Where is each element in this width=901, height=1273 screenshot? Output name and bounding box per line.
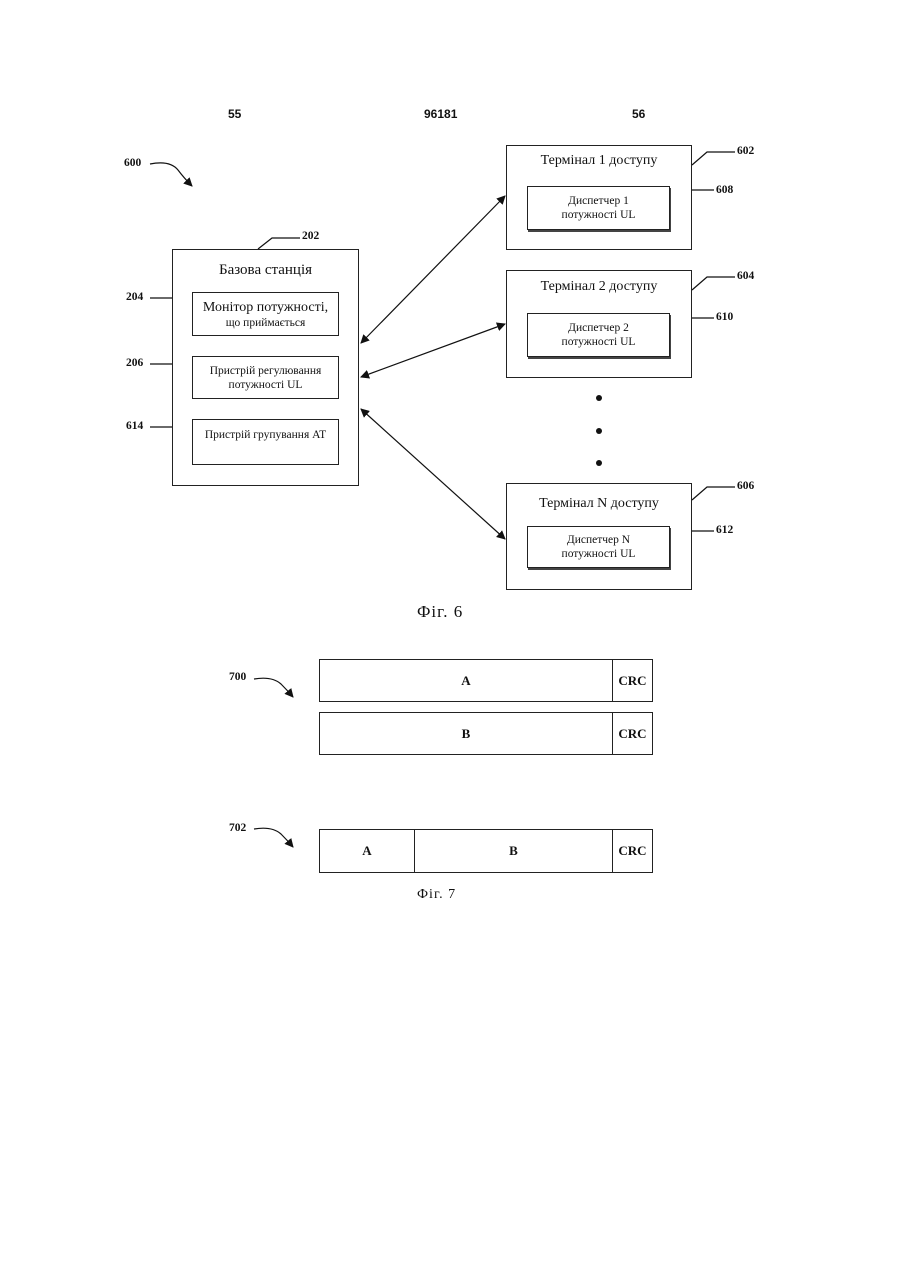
ul-power-manager-n-box: Диспетчер N потужності UL bbox=[527, 526, 670, 568]
ref-702: 702 bbox=[229, 822, 246, 834]
ref-608: 608 bbox=[716, 184, 733, 196]
access-terminal-1-title: Термінал 1 доступу bbox=[507, 153, 691, 169]
ul-power-manager-1-line1: Диспетчер 1 bbox=[528, 194, 669, 208]
packet-a-payload: A bbox=[320, 660, 612, 701]
leader-700 bbox=[254, 678, 293, 697]
power-regulator-line2: потужності UL bbox=[193, 378, 338, 392]
access-terminal-2-title: Термінал 2 доступу bbox=[507, 279, 691, 295]
ref-612: 612 bbox=[716, 524, 733, 536]
ul-power-manager-1-box: Диспетчер 1 потужності UL bbox=[527, 186, 670, 230]
ref-614: 614 bbox=[126, 420, 143, 432]
power-monitor-line2: що приймається bbox=[193, 316, 338, 330]
base-station-title: Базова станція bbox=[173, 262, 358, 279]
ref-206: 206 bbox=[126, 357, 143, 369]
packet-ab: A B CRC bbox=[319, 829, 653, 873]
leader-600 bbox=[150, 163, 192, 186]
power-regulator-line1: Пристрій регулювання bbox=[193, 364, 338, 378]
packet-b: B CRC bbox=[319, 712, 653, 755]
ref-604: 604 bbox=[737, 270, 754, 282]
leader-606 bbox=[692, 487, 735, 500]
leader-202 bbox=[258, 238, 300, 249]
leader-604 bbox=[692, 277, 735, 290]
ul-power-manager-1-line2: потужності UL bbox=[528, 208, 669, 222]
ul-power-manager-2-box: Диспетчер 2 потужності UL bbox=[527, 313, 670, 357]
packet-a: A CRC bbox=[319, 659, 653, 702]
packet-b-payload: B bbox=[320, 713, 612, 754]
packet-ab-b: B bbox=[414, 830, 612, 872]
power-monitor-line1: Монітор потужності, bbox=[193, 299, 338, 316]
ref-202: 202 bbox=[302, 230, 319, 242]
figure-6-caption: Фіг. 6 bbox=[417, 602, 463, 622]
ul-power-manager-n-line1: Диспетчер N bbox=[528, 533, 669, 547]
ref-600: 600 bbox=[124, 157, 141, 169]
power-monitor-box: Монітор потужності, що приймається bbox=[192, 292, 339, 336]
ref-610: 610 bbox=[716, 311, 733, 323]
packet-ab-a: A bbox=[320, 830, 414, 872]
link-bs-terminal-2 bbox=[361, 324, 505, 377]
leader-702 bbox=[254, 828, 293, 847]
link-bs-terminal-n bbox=[361, 409, 505, 539]
ul-power-manager-2-line2: потужності UL bbox=[528, 335, 669, 349]
ref-700: 700 bbox=[229, 671, 246, 683]
access-terminal-n-title: Термінал N доступу bbox=[507, 496, 691, 512]
packet-a-crc: CRC bbox=[612, 660, 652, 701]
ul-power-manager-n-line2: потужності UL bbox=[528, 547, 669, 561]
ellipsis-dot bbox=[596, 395, 602, 401]
leader-602 bbox=[692, 152, 735, 165]
ellipsis-dot bbox=[596, 460, 602, 466]
ref-602: 602 bbox=[737, 145, 754, 157]
packet-b-crc: CRC bbox=[612, 713, 652, 754]
power-regulator-box: Пристрій регулювання потужності UL bbox=[192, 356, 339, 399]
ref-606: 606 bbox=[737, 480, 754, 492]
link-bs-terminal-1 bbox=[361, 196, 505, 343]
packet-ab-crc: CRC bbox=[612, 830, 652, 872]
ref-204: 204 bbox=[126, 291, 143, 303]
at-grouping-box: Пристрій групування AT bbox=[192, 419, 339, 465]
at-grouping-line1: Пристрій групування AT bbox=[193, 428, 338, 442]
ellipsis-dot bbox=[596, 428, 602, 434]
figure-7-caption: Фіг. 7 bbox=[417, 887, 456, 903]
ul-power-manager-2-line1: Диспетчер 2 bbox=[528, 321, 669, 335]
